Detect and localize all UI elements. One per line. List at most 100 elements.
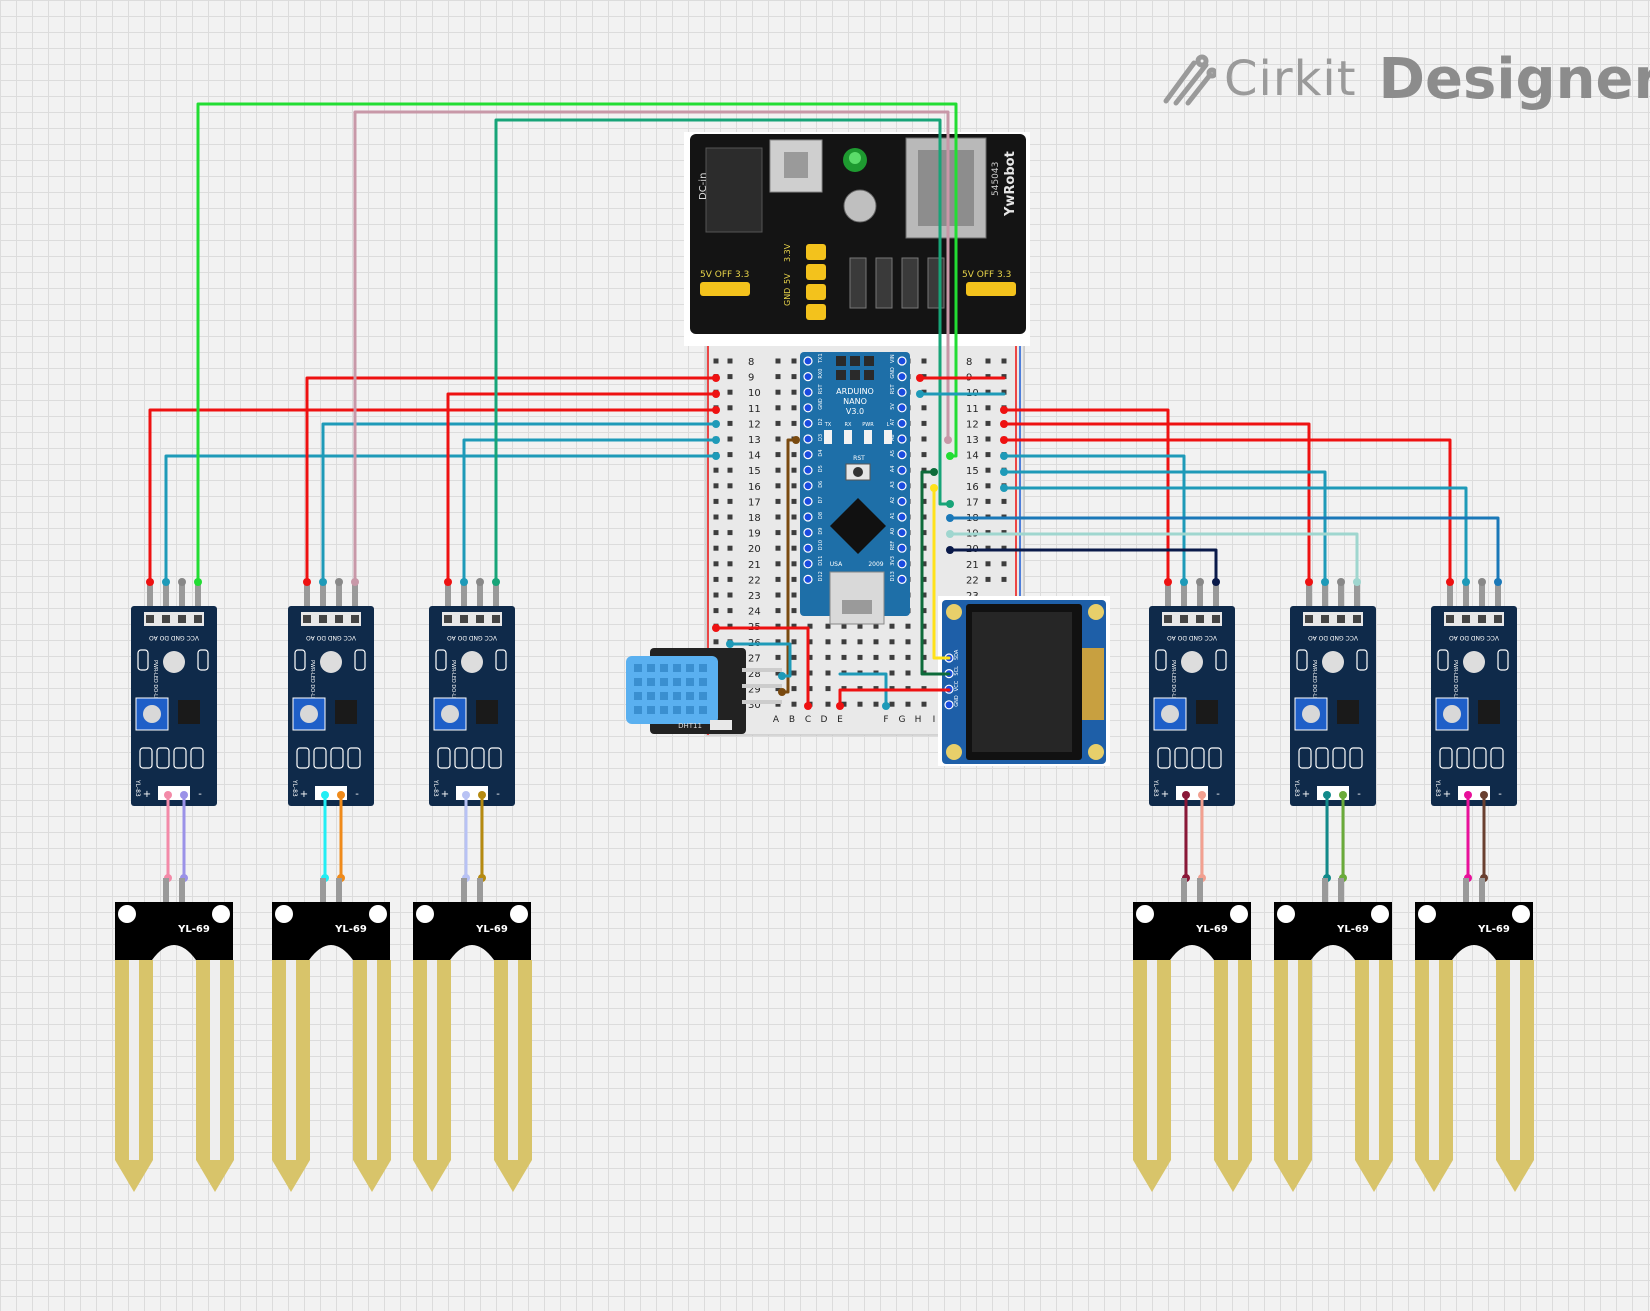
potentiometer-knob[interactable] <box>300 705 318 723</box>
module-header-socket <box>335 615 343 623</box>
probe-prong-trace <box>1147 960 1157 1160</box>
module-smd-resistor <box>1456 747 1470 769</box>
breadboard-hole <box>905 654 911 660</box>
breadboard-hole <box>775 436 781 442</box>
breadboard-hole <box>775 545 781 551</box>
potentiometer-knob[interactable] <box>441 705 459 723</box>
wire-endpoint <box>164 791 172 799</box>
breadboard-hole <box>905 623 911 629</box>
header-pin <box>195 584 201 610</box>
breadboard-hole <box>873 701 879 707</box>
probe-pin <box>1181 878 1187 902</box>
breadboard-hole <box>775 576 781 582</box>
wire <box>148 408 718 584</box>
probe-label: YL-69 <box>1195 924 1228 935</box>
breadboard-hole <box>921 639 927 645</box>
cirkit-logo-icon <box>1163 54 1216 106</box>
header-pin <box>304 584 310 610</box>
module-board-label: YL-83 <box>134 779 141 797</box>
wire-endpoint <box>194 578 202 586</box>
module-led-window <box>1181 651 1203 673</box>
probe-pin <box>1338 878 1344 902</box>
wire-endpoint <box>1446 578 1454 586</box>
probe-prong-trace <box>427 960 437 1160</box>
wire-endpoint <box>180 791 188 799</box>
module-plus-label: + <box>1302 789 1310 800</box>
module-plus-label: + <box>300 789 308 800</box>
module-header-socket <box>1446 615 1454 623</box>
module-potentiometer[interactable] <box>292 697 326 731</box>
header-pin <box>477 584 483 610</box>
breadboard-hole <box>1001 561 1007 567</box>
breadboard-hole <box>985 358 991 364</box>
voltage-regulator <box>901 257 919 309</box>
wire-endpoint <box>1480 791 1488 799</box>
header-pin <box>1322 584 1328 610</box>
breadboard-row-number: 23 <box>748 591 761 602</box>
jumper-header-pin <box>806 264 826 280</box>
wire-endpoint <box>162 578 170 586</box>
module-board-label: YL-83 <box>1152 779 1159 797</box>
dht-grille-slot <box>673 706 681 714</box>
probe-prong-trace <box>1369 960 1379 1160</box>
module-led-window <box>163 651 185 673</box>
potentiometer-knob[interactable] <box>143 705 161 723</box>
comparator-chip <box>1196 700 1218 724</box>
module-plus-label: + <box>143 789 151 800</box>
breadboard-column-letter: A <box>773 715 780 725</box>
arduino-pin-right <box>897 559 907 569</box>
module-smd-resistor <box>454 747 468 769</box>
arduino-pin-left <box>803 450 813 460</box>
dht-grille-slot <box>686 664 694 672</box>
wire-endpoint <box>337 791 345 799</box>
module-smd-led <box>197 649 209 671</box>
breadboard-hole <box>985 420 991 426</box>
module-smd-resistor <box>1490 747 1504 769</box>
probe-mount-hole <box>369 905 387 923</box>
icsp-pin <box>836 356 846 366</box>
wire-endpoint <box>946 514 954 522</box>
jumper-header-pin <box>806 304 826 320</box>
mini-usb-port[interactable] <box>829 571 885 625</box>
arduino-reset-button-cap[interactable] <box>853 467 863 477</box>
arduino-pin-label: GND <box>890 367 896 379</box>
arduino-pin-label: D5 <box>818 465 824 472</box>
arduino-pin-label: A5 <box>890 450 896 457</box>
wire <box>932 486 951 660</box>
breadboard-hole <box>775 498 781 504</box>
module-smd-led <box>1155 649 1167 671</box>
probe-head <box>1133 902 1251 960</box>
breadboard-row-number: 27 <box>748 653 761 664</box>
potentiometer-knob[interactable] <box>1161 705 1179 723</box>
module-smd-resistor <box>1208 747 1222 769</box>
wire-endpoint <box>1182 791 1190 799</box>
probe-mount-hole <box>118 905 136 923</box>
potentiometer-knob[interactable] <box>1302 705 1320 723</box>
module-potentiometer[interactable] <box>135 697 169 731</box>
breadboard-hole <box>775 561 781 567</box>
breadboard-hole <box>791 623 797 629</box>
wire-endpoint <box>726 640 734 648</box>
module-smd-resistor <box>173 747 187 769</box>
breadboard-hole <box>775 483 781 489</box>
potentiometer-knob[interactable] <box>1443 705 1461 723</box>
breadboard-hole <box>807 686 813 692</box>
breadboard-hole <box>857 639 863 645</box>
wire-endpoint <box>804 702 812 710</box>
wire-endpoint <box>1000 436 1008 444</box>
dht-grille-slot <box>660 678 668 686</box>
breadboard-hole <box>889 670 895 676</box>
module-header-label: VCC GND DO AO <box>1167 634 1217 641</box>
breadboard-hole <box>713 592 719 598</box>
breadboard-hole <box>921 498 927 504</box>
wire <box>1002 486 1468 584</box>
arduino-year-label: 2009 <box>868 561 883 568</box>
arduino-pin-right <box>897 356 907 366</box>
wire-endpoint <box>1000 452 1008 460</box>
wire-endpoint <box>712 374 720 382</box>
arduino-pin-right <box>897 403 907 413</box>
module-header-socket <box>1164 615 1172 623</box>
wire-endpoint <box>178 578 186 586</box>
